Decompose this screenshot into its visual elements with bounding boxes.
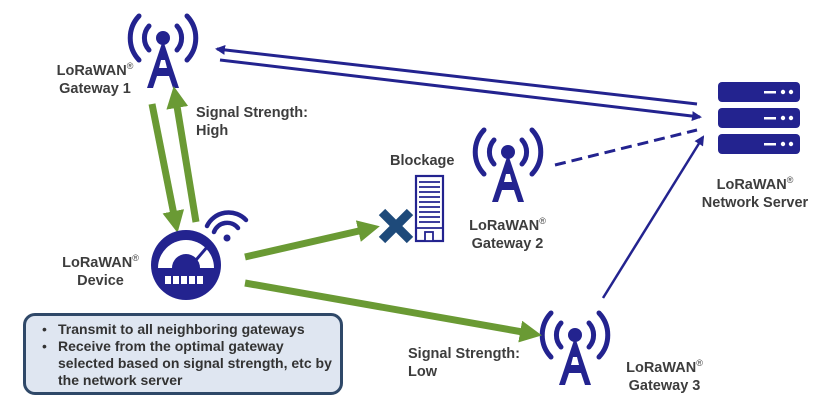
device-brand: LoRaWAN xyxy=(62,255,133,271)
signal-strength-low-label: Signal Strength: Low xyxy=(408,345,520,381)
gateway-2-brand: LoRaWAN xyxy=(469,218,540,234)
gateway-1-label: LoRaWAN® Gateway 1 xyxy=(40,57,150,98)
server-to-gateway1-arrow xyxy=(215,44,698,106)
info-box: Transmit to all neighboring gateways Rec… xyxy=(23,313,343,395)
gateway-3-tower-icon xyxy=(542,313,608,385)
signal-high-line2: High xyxy=(196,123,229,139)
building-blockage-icon xyxy=(414,174,445,243)
gateway2-to-server-dashed-link xyxy=(554,128,698,167)
gateway-3-brand: LoRaWAN xyxy=(626,360,697,376)
gateway-1-brand: LoRaWAN xyxy=(56,63,127,79)
registered-mark: ® xyxy=(786,175,794,185)
gateway1-to-server-arrow xyxy=(219,58,702,122)
blockage-label: Blockage xyxy=(390,153,455,169)
blocked-x-icon xyxy=(378,208,414,244)
info-item: Transmit to all neighboring gateways xyxy=(42,321,332,338)
signal-high-line1: Signal Strength: xyxy=(196,105,308,121)
server-name: Network Server xyxy=(701,195,809,211)
gateway-3-label: LoRaWAN® Gateway 3 xyxy=(612,354,717,395)
device-to-gateway3-arrow xyxy=(244,279,542,343)
info-list: Transmit to all neighboring gateways Rec… xyxy=(34,321,332,389)
signal-low-line1: Signal Strength: xyxy=(408,346,520,362)
device-meter-icon xyxy=(151,230,221,300)
registered-mark: ® xyxy=(696,358,703,368)
gateway-2-tower-icon xyxy=(475,130,541,202)
network-server-icon xyxy=(718,82,800,154)
registered-mark: ® xyxy=(126,61,134,71)
gateway-2-label: LoRaWAN® Gateway 2 xyxy=(455,212,560,253)
network-server-label: LoRaWAN® Network Server xyxy=(695,171,815,212)
info-item: Receive from the optimal gateway selecte… xyxy=(42,338,332,389)
device-label: LoRaWAN® Device xyxy=(53,249,148,290)
gateway-2-name: Gateway 2 xyxy=(471,236,544,252)
device-to-blockage-arrow xyxy=(244,220,380,261)
wifi-icon xyxy=(204,210,249,242)
gateway1-to-device-arrow xyxy=(148,103,185,233)
registered-mark: ® xyxy=(132,253,139,263)
device-to-gateway1-arrow xyxy=(166,86,200,223)
signal-strength-high-label: Signal Strength: High xyxy=(196,104,308,140)
registered-mark: ® xyxy=(539,216,546,226)
device-name: Device xyxy=(77,273,124,289)
signal-low-line2: Low xyxy=(408,364,437,380)
server-brand: LoRaWAN xyxy=(716,177,787,193)
gateway-3-name: Gateway 3 xyxy=(628,378,701,394)
gateway3-to-server-arrow xyxy=(601,135,705,299)
gateway-1-name: Gateway 1 xyxy=(59,81,131,97)
